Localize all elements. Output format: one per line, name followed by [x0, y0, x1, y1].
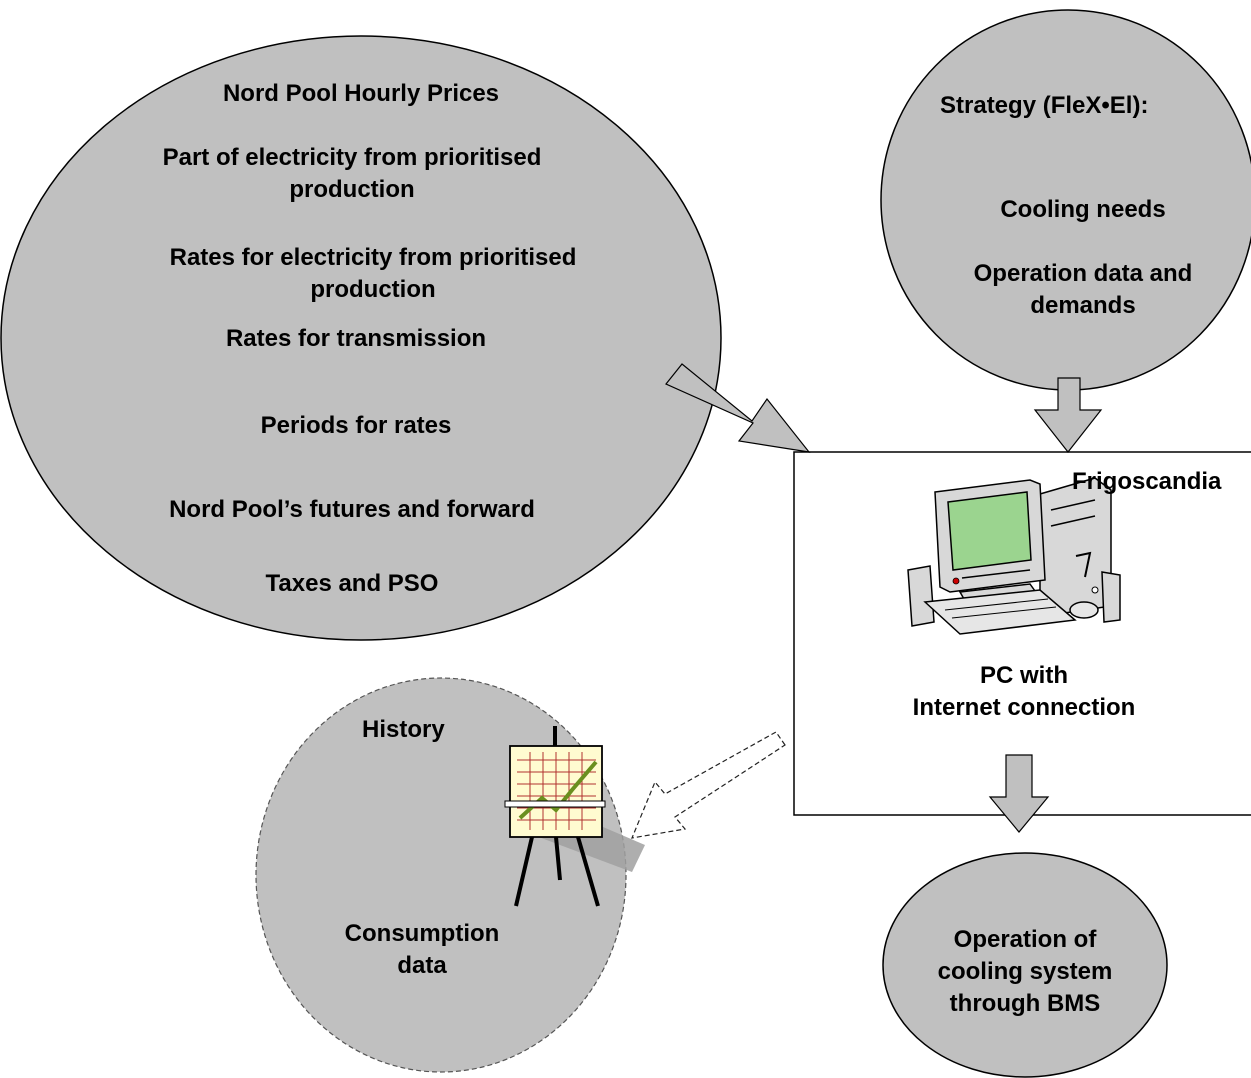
strategy-item-operation: Operation data and demands — [973, 260, 1193, 319]
computer-icon — [907, 477, 1121, 635]
source-item-taxes: Taxes and PSO — [265, 570, 439, 597]
pc-caption-line2: Internet connection — [912, 694, 1136, 721]
arrow-strategy-to-pc — [1033, 377, 1103, 453]
strategy-title: Strategy (FleX•El): — [940, 92, 1149, 119]
chart-easel-icon — [504, 726, 645, 907]
history-title: History — [362, 716, 445, 743]
company-name: Frigoscandia — [1072, 468, 1222, 495]
source-item-transmission-rates: Rates for transmission — [225, 325, 487, 352]
operation-label: Operation of cooling system through BMS — [937, 926, 1113, 1017]
arrow-sources-to-pc — [665, 363, 811, 453]
arrow-pc-to-history — [631, 731, 786, 839]
source-item-prioritised-part: Part of electricity from prioritised pro… — [162, 144, 542, 203]
history-item-consumption: Consumption data — [344, 920, 500, 979]
sources-circle — [0, 35, 722, 641]
pc-caption-line1: PC with — [980, 662, 1068, 689]
arrow-pc-to-operation — [988, 754, 1050, 833]
source-item-hourly-prices: Nord Pool Hourly Prices — [222, 80, 500, 107]
operation-circle — [882, 852, 1168, 1078]
source-item-periods: Periods for rates — [260, 412, 452, 439]
source-item-futures: Nord Pool’s futures and forward — [169, 496, 535, 523]
source-item-prioritised-rates: Rates for electricity from prioritised p… — [169, 244, 577, 303]
strategy-item-cooling: Cooling needs — [1000, 196, 1166, 223]
